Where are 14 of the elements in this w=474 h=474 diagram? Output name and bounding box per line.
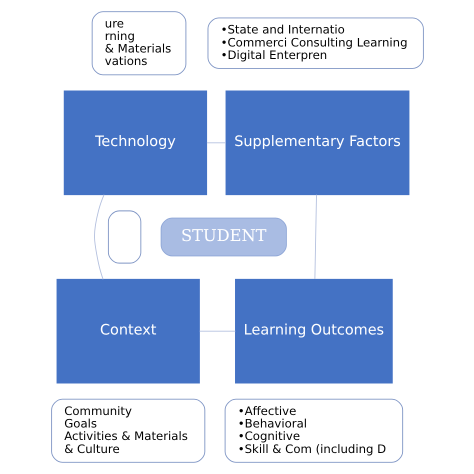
node-box: STUDENT xyxy=(160,218,286,256)
connector xyxy=(94,194,104,280)
node-box: ure rning & Materials vations xyxy=(91,11,186,76)
node-box xyxy=(107,210,141,264)
node-box: •Affective •Behavioral •Cognitive •Skill & Com (including D xyxy=(224,398,403,463)
connector xyxy=(198,330,236,332)
node-box: Supplementary Factors xyxy=(225,90,409,196)
node-box: Community Goals Activities & Materials & Culture xyxy=(50,398,205,463)
node-box: Learning Outcomes xyxy=(234,278,392,384)
node-box: •State and Internatio •Commerci Consulting Learning •Digital Enterpren xyxy=(207,18,424,69)
node-box: Technology xyxy=(63,90,207,196)
connector xyxy=(206,142,226,144)
connector xyxy=(314,194,316,280)
node-box: Context xyxy=(56,278,200,384)
